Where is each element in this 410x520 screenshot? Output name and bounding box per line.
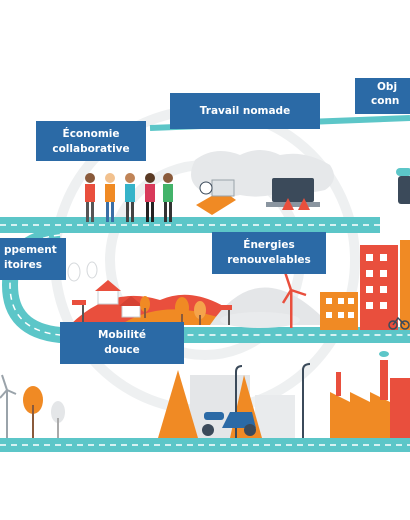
- travail-label: Travail nomade: [199, 105, 291, 117]
- wind-turbine-icon: [281, 271, 307, 328]
- phone-icon: [396, 168, 410, 204]
- bottom-scene: [23, 370, 295, 438]
- label-energies-renouvelables: Énergies renouvelables: [212, 232, 326, 274]
- label-developpement-territoires: ppement itoires: [0, 238, 66, 280]
- tree-icon: [67, 261, 206, 326]
- economie-line2: collaborative: [52, 143, 130, 155]
- house-icon: [95, 280, 143, 318]
- factory-icon: [330, 351, 410, 438]
- economie-line1: Économie: [62, 128, 120, 140]
- developpement-line1: ppement: [4, 244, 57, 256]
- label-mobilite-douce: Mobilité douce: [60, 322, 184, 364]
- energies-line1: Énergies: [243, 239, 295, 251]
- bicycle-icon: [388, 316, 410, 330]
- wind-turbine-icon: [0, 374, 17, 438]
- mobilite-line1: Mobilité: [97, 329, 147, 341]
- people-icon: [85, 173, 173, 222]
- objets-line1: Obj: [377, 81, 398, 93]
- bottom-road: [0, 438, 410, 452]
- building-icon: [320, 240, 410, 330]
- street-lamp-icon: [235, 363, 311, 438]
- label-objets-connectes: Obj conn: [355, 78, 410, 114]
- signpost-icon: [72, 300, 232, 325]
- mobilite-line2: douce: [104, 344, 140, 356]
- scooter-icon: [200, 412, 256, 436]
- objets-line2: conn: [371, 95, 400, 107]
- label-travail-nomade: Travail nomade: [170, 93, 320, 129]
- laptop-icon: [196, 178, 320, 215]
- label-economie-collaborative: Économie collaborative: [36, 121, 146, 161]
- energies-line2: renouvelables: [227, 254, 311, 266]
- developpement-line2: itoires: [4, 259, 42, 271]
